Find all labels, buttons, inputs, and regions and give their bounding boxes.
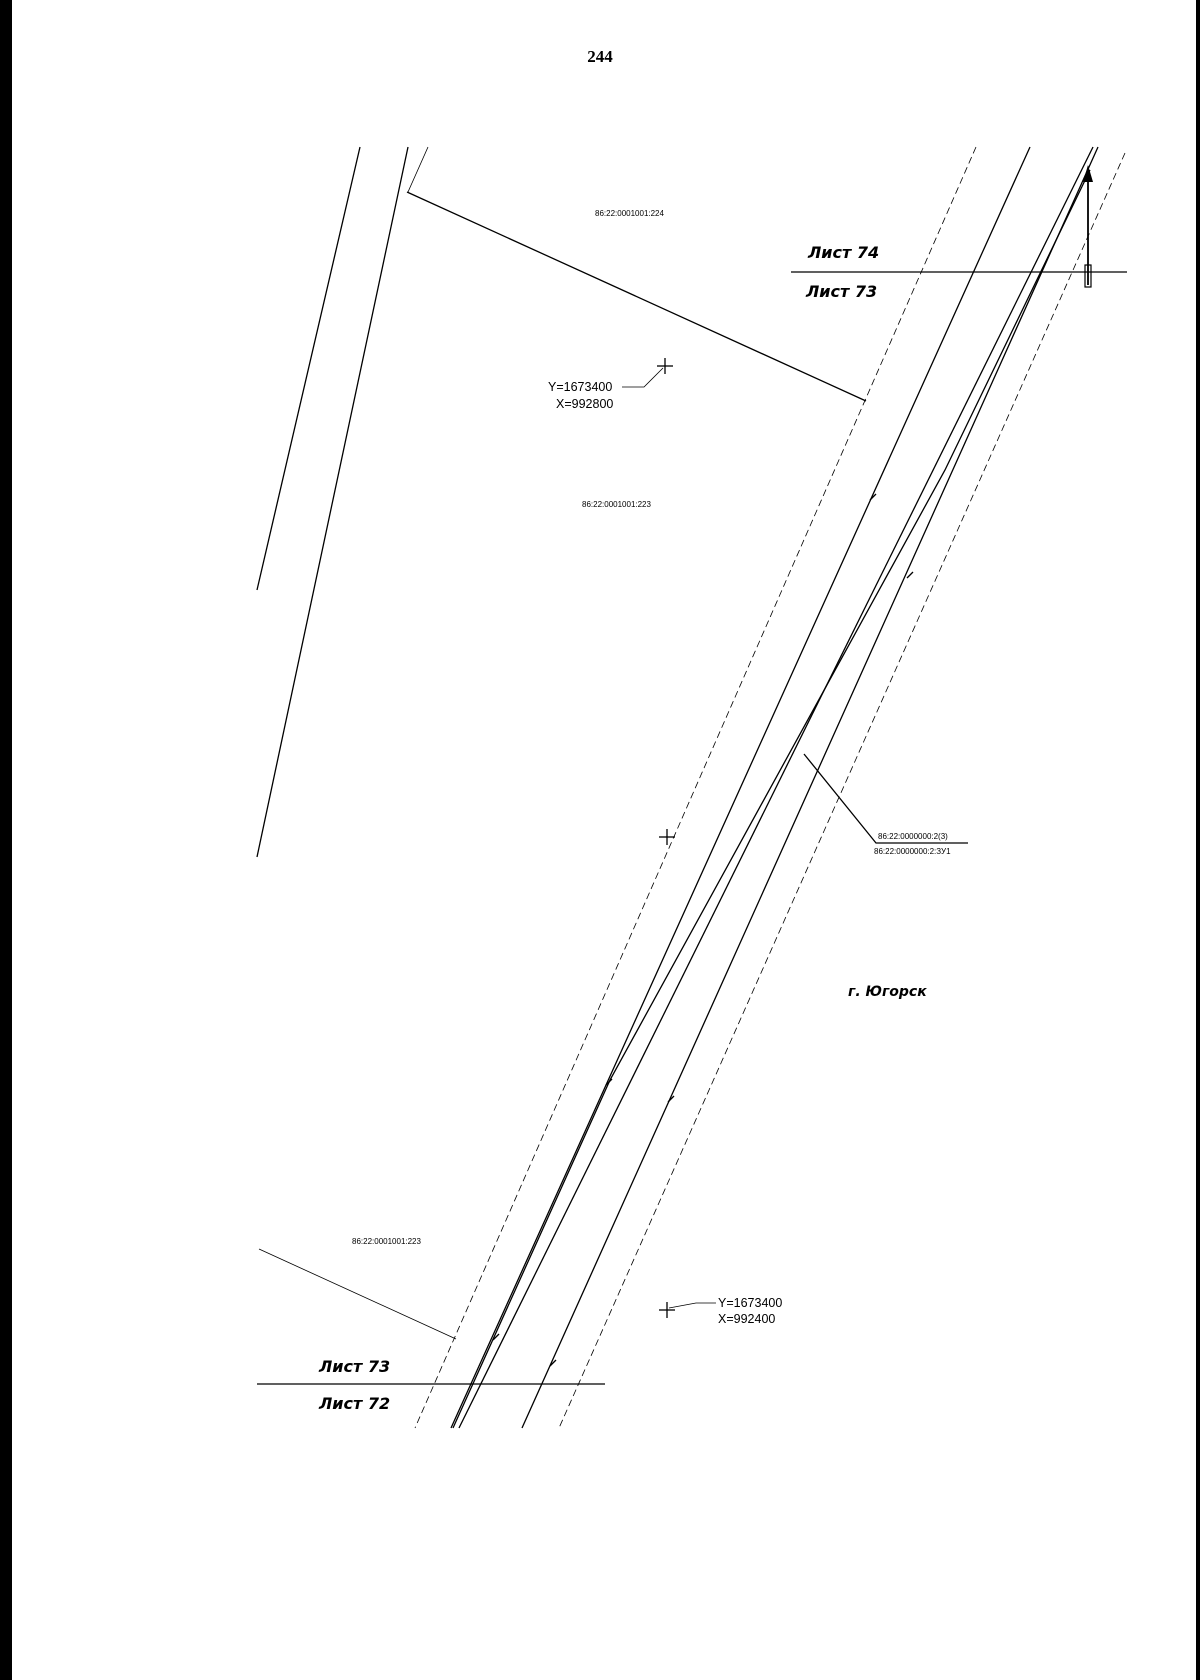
coord-label-upper-y: Y=1673400 xyxy=(548,380,612,394)
left-boundary-line-inner-b xyxy=(407,146,429,193)
parcel-label-callout-2: 86:22:0000000:2:ЗУ1 xyxy=(874,847,951,856)
sheet-label-72: Лист 72 xyxy=(318,1394,390,1413)
parcel-label-callout-1: 86:22:0000000:2(3) xyxy=(878,832,948,841)
north-arrow-icon xyxy=(1083,165,1093,288)
parcel-boundary-upper xyxy=(406,191,867,402)
sheet-label-74: Лист 74 xyxy=(807,243,879,262)
tick-mark xyxy=(605,1078,613,1086)
left-boundary-line-inner-a xyxy=(256,146,409,858)
corridor-dashed-right xyxy=(558,152,1126,1429)
corridor-dashed-left xyxy=(414,146,977,1429)
sheet-label-73-top: Лист 73 xyxy=(805,282,877,301)
coord-cross-lower-icon xyxy=(659,1302,675,1318)
parcel-label-224: 86:22:0001001:224 xyxy=(595,209,665,218)
page-number: 244 xyxy=(587,47,613,66)
corridor-lines xyxy=(414,146,1126,1429)
corridor-ticks xyxy=(492,493,914,1367)
tick-mark xyxy=(549,1359,557,1367)
parcel-label-223-center: 86:22:0001001:223 xyxy=(582,500,652,509)
coord-label-upper-x: X=992800 xyxy=(556,397,613,411)
coord-leader-upper xyxy=(622,367,664,388)
coord-label-lower-x: X=992400 xyxy=(718,1312,775,1326)
sheet-label-73-bottom: Лист 73 xyxy=(318,1357,390,1376)
north-arrow-head xyxy=(1083,165,1093,182)
scan-right-border xyxy=(1196,0,1200,1680)
north-arrow-base xyxy=(1084,264,1092,288)
city-label: г. Югорск xyxy=(848,984,927,1000)
corridor-line-a xyxy=(450,146,1031,1429)
left-boundaries xyxy=(256,146,429,858)
left-boundary-line-outer xyxy=(256,146,361,591)
tick-mark xyxy=(906,571,914,579)
tick-mark xyxy=(492,1333,500,1341)
scan-left-border xyxy=(0,0,12,1680)
tick-mark xyxy=(667,1095,675,1103)
coord-cross-upper-icon xyxy=(657,358,673,374)
coord-cross-middle-icon xyxy=(659,829,675,845)
coord-label-lower-y: Y=1673400 xyxy=(718,1296,782,1310)
coord-leader-lower xyxy=(668,1302,716,1309)
parcel-boundary-lower xyxy=(258,1248,457,1340)
tick-mark xyxy=(869,493,877,501)
corridor-line-b xyxy=(458,146,1094,1429)
callout-leader xyxy=(803,753,968,844)
corridor-line-bend xyxy=(452,169,1091,1429)
parcel-label-223-bottom: 86:22:0001001:223 xyxy=(352,1237,422,1246)
corridor-line-c xyxy=(521,146,1099,1429)
